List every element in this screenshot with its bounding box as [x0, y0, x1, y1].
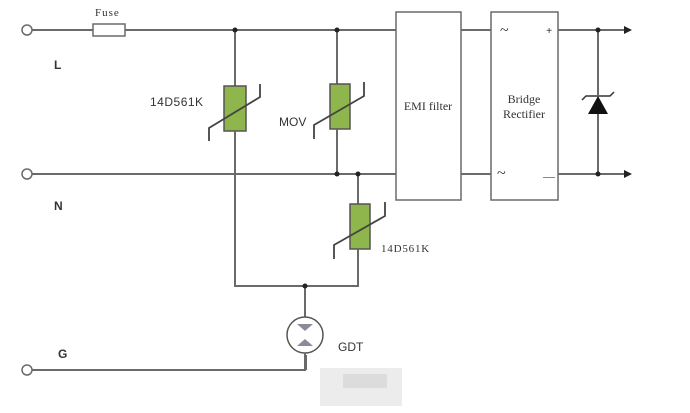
mov-center-body [329, 83, 351, 130]
junction-dot [232, 27, 238, 33]
bridge-ac-bottom-label: ~ [497, 165, 506, 182]
emi-filter-label: EMI filter [404, 99, 452, 113]
fuse-label: Fuse [95, 7, 120, 19]
arrow-out-minus-icon [624, 170, 632, 178]
terminal-line [21, 24, 33, 36]
fuse-symbol [92, 23, 126, 37]
junction-dot [334, 27, 340, 33]
gdt-triangle-top [297, 324, 313, 331]
mov-left-curve [208, 84, 261, 141]
tvs-diode-bar [581, 91, 615, 101]
terminal-n-label: N [54, 199, 63, 213]
bridge-label-line2: Rectifier [503, 107, 545, 121]
watermark-blur-inner [343, 374, 387, 388]
mov-lower-body [349, 203, 371, 250]
bridge-label-line1: Bridge [508, 92, 541, 106]
junction-dot [595, 27, 601, 33]
mov-lower-curve [333, 202, 386, 259]
arrow-out-plus-icon [624, 26, 632, 34]
mov-center-label: MOV [279, 115, 306, 129]
terminal-neutral [21, 168, 33, 180]
tvs-diode-triangle [588, 96, 608, 114]
junction-dot [334, 171, 340, 177]
junction-dot [595, 171, 601, 177]
emi-filter-box [395, 11, 462, 201]
mov-left-label: 14D561K [150, 95, 204, 109]
bridge-ac-top-label: ~ [500, 22, 509, 39]
gdt-triangle-bottom [297, 339, 313, 346]
terminal-ground [21, 364, 33, 376]
gdt-label: GDT [338, 340, 364, 354]
bridge-minus-label: — [542, 169, 556, 183]
mov-center-curve [313, 82, 365, 139]
gdt-body [286, 316, 324, 354]
bridge-plus-label: + [546, 25, 552, 37]
mov-lower-label: 14D561K [381, 243, 430, 255]
terminal-l-label: L [54, 58, 61, 72]
junction-dot [355, 171, 361, 177]
junction-dot [302, 283, 308, 289]
terminal-g-label: G [58, 347, 67, 361]
bridge-rectifier-box [490, 11, 559, 201]
